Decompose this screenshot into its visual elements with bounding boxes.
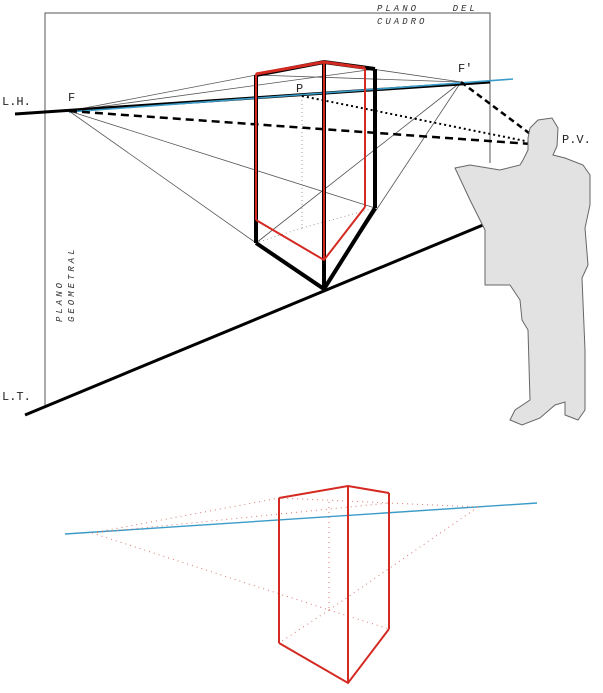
label-p: P (296, 82, 303, 96)
sight-line-f-prime (460, 81, 546, 146)
picture-plane-frame (44, 12, 491, 405)
hidden-edges (255, 96, 376, 244)
label-plano-del: PLANO DEL (377, 4, 478, 14)
lower-red-prism (278, 484, 390, 685)
construction-lines (68, 61, 462, 290)
label-pv: P.V. (562, 133, 591, 147)
lower-horizon-line (64, 502, 538, 535)
label-geometral: GEOMETRAL (67, 246, 77, 322)
label-cuadro: CUADRO (377, 17, 427, 27)
ground-line (24, 223, 484, 417)
lower-construction-lines (91, 497, 479, 644)
observer-figure (454, 117, 591, 426)
lower-diagram (64, 484, 538, 685)
label-lt: L.T. (2, 390, 31, 404)
sight-line-f (68, 109, 546, 147)
horizon-line (68, 78, 514, 113)
red-prism (255, 60, 366, 262)
sight-line-p (301, 95, 546, 146)
label-plano: PLANO (55, 280, 65, 322)
label-f: F (68, 91, 75, 105)
label-f-prime: F' (458, 62, 472, 76)
label-lh: L.H. (2, 95, 31, 109)
